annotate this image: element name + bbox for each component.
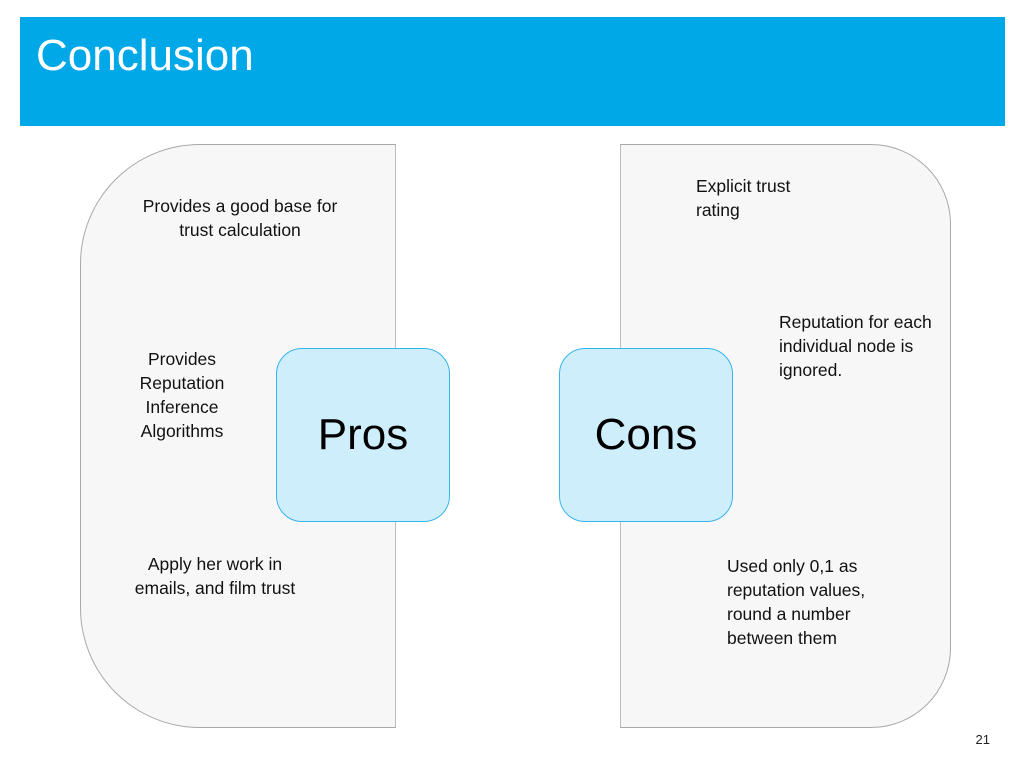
pros-tile: Pros — [276, 348, 450, 522]
pros-item: Provides Reputation Inference Algorithms — [139, 349, 225, 441]
page-number: 21 — [975, 732, 990, 747]
title-bar: Conclusion — [20, 17, 1005, 126]
cons-tile: Cons — [559, 348, 733, 522]
slide-title: Conclusion — [36, 31, 254, 80]
pros-item: Provides a good base for trust calculati… — [142, 196, 338, 240]
cons-item: Reputation for each individual node is i… — [779, 312, 932, 380]
cons-item: Explicit trust rating — [696, 176, 791, 220]
cons-item: Used only 0,1 as reputation values, roun… — [727, 556, 866, 648]
pros-item: Apply her work in emails, and film trust — [134, 554, 296, 598]
